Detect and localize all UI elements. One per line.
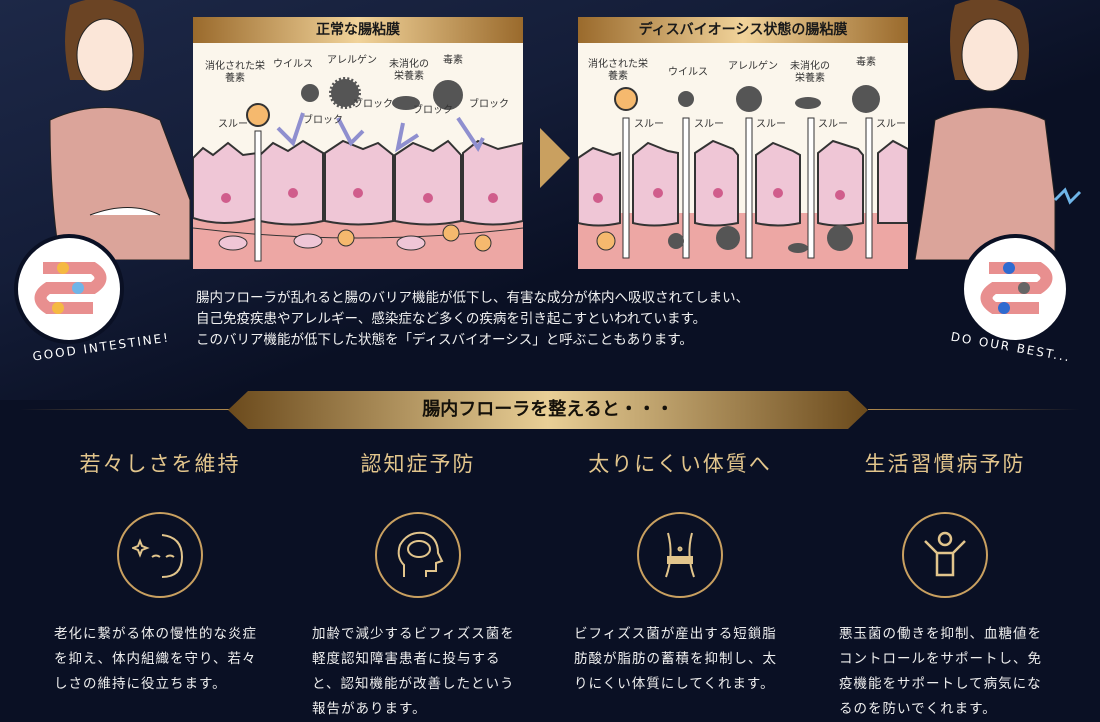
nutrient-label: 消化された栄養素	[205, 61, 265, 84]
benefit-text: 加齢で減少するビフィズス菌を軽度認知障害患者に投与すると、認知機能が改善したとい…	[312, 626, 515, 717]
description-line: 腸内フローラが乱れると腸のバリア機能が低下し、有害な成分が体内へ吸収されてしまい…	[196, 290, 750, 306]
toxin-label: 毒素	[856, 57, 876, 68]
panel-title: ディスバイオーシス状態の腸粘膜	[578, 17, 908, 43]
panel-title: 正常な腸粘膜	[193, 17, 523, 43]
good-intestine-badge	[14, 234, 124, 344]
virus-label: ウイルス	[273, 59, 313, 70]
waist-icon	[637, 512, 723, 598]
through-label: スルー	[756, 119, 786, 130]
benefit-text: ビフィズス菌が産出する短鎖脂肪酸が脂肪の蓄積を抑制し、太りにくい体質にしてくれま…	[574, 626, 777, 692]
block-label: ブロック	[413, 105, 453, 116]
benefit-title: 若々しさを維持	[79, 452, 241, 476]
undigested-label: 未消化の栄養素	[389, 59, 429, 82]
benefit-lifestyle: 生活習慣病予防 悪玉菌の働きを抑制、血糖値をコントロールをサポートし、免疫機能を…	[825, 448, 1065, 722]
description-line: 自己免疫疾患やアレルギー、感染症など多くの疾病を引き起こすといわれています。	[196, 311, 707, 327]
benefit-text: 老化に繋がる体の慢性的な炎症を抑え、体内組織を守り、若々しさの維持に役立ちます。	[54, 626, 257, 692]
undigested-label: 未消化の栄養素	[790, 61, 830, 84]
toxin-label: 毒素	[443, 55, 463, 66]
through-label: スルー	[818, 119, 848, 130]
divider-right	[868, 409, 1080, 410]
dysbiosis-mucosa-panel: ディスバイオーシス状態の腸粘膜 消化された栄養素 ウイルス アレルゲン 未消化の…	[578, 17, 908, 269]
arrow-right-icon	[540, 128, 570, 188]
benefit-title: 生活習慣病予防	[864, 452, 1026, 476]
face-sparkle-icon	[117, 512, 203, 598]
through-label: スルー	[634, 119, 664, 130]
nutrient-label: 消化された栄養素	[588, 59, 648, 82]
description-text: 腸内フローラが乱れると腸のバリア機能が低下し、有害な成分が体内へ吸収されてしまい…	[196, 288, 749, 351]
description-line: このバリア機能が低下した状態を「ディスバイオーシス」と呼ぶこともあります。	[196, 332, 693, 348]
block-label: ブロック	[303, 115, 343, 126]
benefit-title: 認知症予防	[360, 452, 476, 476]
benefit-slim: 太りにくい体質へ ビフィズス菌が産出する短鎖脂肪酸が脂肪の蓄積を抑制し、太りにく…	[560, 448, 800, 697]
through-label: スルー	[694, 119, 724, 130]
normal-mucosa-diagram	[193, 77, 523, 269]
dysbiosis-mucosa-diagram	[578, 85, 908, 269]
through-label: スルー	[218, 119, 248, 130]
allergen-label: アレルゲン	[728, 61, 778, 72]
benefit-title: 太りにくい体質へ	[588, 452, 772, 476]
person-cheer-icon	[902, 512, 988, 598]
woman-worried-illustration	[914, 0, 1082, 260]
through-label: スルー	[876, 119, 906, 130]
divider-left	[20, 409, 230, 410]
benefit-dementia: 認知症予防 加齢で減少するビフィズス菌を軽度認知障害患者に投与すると、認知機能が…	[298, 448, 538, 722]
allergen-label: アレルゲン	[327, 55, 377, 66]
block-label: ブロック	[353, 99, 393, 110]
woman-happy-illustration	[49, 0, 191, 260]
virus-label: ウイルス	[668, 67, 708, 78]
benefit-text: 悪玉菌の働きを抑制、血糖値をコントロールをサポートし、免疫機能をサポートして病気…	[839, 626, 1042, 717]
benefit-youth: 若々しさを維持 老化に繋がる体の慢性的な炎症を抑え、体内組織を守り、若々しさの維…	[40, 448, 280, 697]
block-label: ブロック	[469, 99, 509, 110]
normal-mucosa-panel: 正常な腸粘膜 消化された栄養素 ウイルス アレルゲン 未消化の栄養素 毒素 スル…	[193, 17, 523, 269]
section-banner: 腸内フローラを整えると・・・	[228, 391, 868, 429]
do-our-best-badge	[960, 234, 1070, 344]
brain-head-icon	[375, 512, 461, 598]
